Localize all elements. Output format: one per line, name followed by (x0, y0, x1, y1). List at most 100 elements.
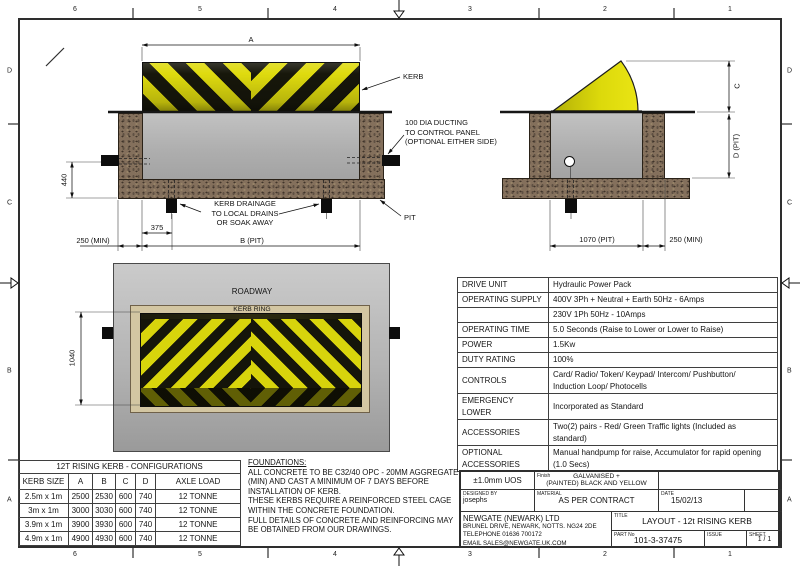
drainage-callout: KERB DRAINAGE TO LOCAL DRAINS OR SOAK AW… (211, 199, 279, 227)
ducting-callout: 100 DIA DUCTING TO CONTROL PANEL (OPTION… (405, 118, 497, 146)
plan-chevron-kerb (140, 313, 362, 407)
grid-col-label: 5 (198, 551, 202, 558)
config-header-cell: A (68, 473, 93, 490)
material-cell: MATERIAL AS PER CONTRACT (535, 490, 659, 512)
finish-label: Finish (537, 473, 551, 479)
spec-row: EMERGENCY LOWER Incorporated as Standard (457, 393, 778, 420)
grid-col-label: 1 (728, 6, 732, 13)
grid-row-label: C (7, 199, 13, 207)
spec-value: Two(2) pairs - Red/ Green Traffic lights… (548, 419, 778, 446)
side-pit-base-slab (502, 178, 690, 199)
config-row: 4.9m x 1m 4900 4930 600 740 12 TONNE (18, 531, 242, 546)
drawing-frame (18, 18, 782, 548)
config-row: 3.9m x 1m 3900 3930 600 740 12 TONNE (18, 517, 242, 532)
spec-row: CONTROLS Card/ Radio/ Token/ Keypad/ Int… (457, 367, 778, 394)
designed-by-value: josephs (463, 497, 488, 504)
drain-stub-2 (321, 199, 332, 213)
spec-label: DRIVE UNIT (457, 277, 549, 293)
config-cell: 600 (115, 503, 136, 518)
title-block: ±1.0mm UOS Finish GALVANISED + (PAINTED)… (459, 470, 782, 548)
date-label: DATE (661, 491, 674, 497)
duct-left (101, 155, 119, 166)
spec-value: Manual handpump for raise, Accumulator f… (548, 445, 778, 472)
spec-label: OPERATING SUPPLY (457, 292, 549, 308)
spec-row: OPTIONAL ACCESSORIES Manual handpump for… (457, 445, 778, 472)
drawing-title: LAYOUT - 12t RISING KERB (642, 516, 752, 526)
grid-row-label: B (787, 367, 792, 375)
side-pit-wall-left (529, 113, 551, 179)
plan-duct-left (102, 327, 113, 339)
chevron-stripes-right (251, 63, 359, 112)
config-cell: 3m x 1m (18, 503, 69, 518)
grid-col-label: 6 (73, 551, 77, 558)
config-cell: 12 TONNE (154, 503, 242, 518)
empty-cell (659, 472, 782, 490)
config-cell: 12 TONNE (154, 531, 242, 546)
config-header-cell: D (135, 473, 156, 490)
grid-row-label: D (7, 67, 13, 75)
company-address: BRUNEL DRIVE, NEWARK, NOTTS. NG24 2DE (463, 523, 597, 530)
tolerance-value: ±1.0mm UOS (473, 476, 522, 485)
config-cell: 3030 (92, 503, 116, 518)
pit-wall-left (118, 113, 143, 180)
config-cell: 740 (135, 517, 156, 532)
grid-col-label: 1 (728, 551, 732, 558)
date-cell: DATE 15/02/13 (659, 490, 745, 512)
dim-c-label: C (732, 83, 742, 89)
roadway-label: ROADWAY (231, 287, 273, 296)
spec-value: 100% (548, 352, 778, 368)
grid-row-label: B (7, 367, 12, 375)
spec-label: CONTROLS (457, 367, 549, 394)
config-title-row: 12T RISING KERB - CONFIGURATIONS (17, 460, 242, 474)
finish-value: GALVANISED + (PAINTED) BLACK AND YELLOW (546, 473, 647, 487)
grid-row-label: A (787, 496, 792, 504)
pit-interior-front (142, 113, 360, 179)
config-cell: 3.9m x 1m (18, 517, 69, 532)
config-cell: 12 TONNE (154, 517, 242, 532)
spec-label: OPTIONAL ACCESSORIES (457, 445, 549, 472)
dim-1040-label: 1040 (67, 349, 77, 367)
duct-hole (564, 156, 575, 167)
duct-right (382, 155, 400, 166)
config-header-cell: C (115, 473, 136, 490)
config-header-cell: KERB SIZE (18, 473, 69, 490)
pit-callout: PIT (404, 213, 416, 222)
dim-d-pit-label: D (PIT) (731, 133, 741, 159)
issue-cell: ISSUE (705, 531, 747, 548)
config-cell: 600 (115, 517, 136, 532)
spec-value: 5.0 Seconds (Raise to Lower or Lower to … (548, 322, 778, 338)
config-cell: 4.9m x 1m (18, 531, 69, 546)
plan-duct-right (389, 327, 400, 339)
grid-col-label: 2 (603, 551, 607, 558)
empty-cell (745, 490, 782, 512)
grid-col-label: 6 (73, 6, 77, 13)
spec-label: EMERGENCY LOWER (457, 393, 549, 420)
spec-row: DUTY RATING 100% (457, 352, 778, 368)
company-email: EMAIL SALES@NEWGATE.UK.COM (463, 539, 567, 547)
title-cell: TITLE LAYOUT - 12t RISING KERB (612, 512, 782, 531)
material-label: MATERIAL (537, 491, 562, 497)
config-cell: 740 (135, 503, 156, 518)
kerb-shading (143, 63, 359, 112)
side-drain-stub (565, 199, 577, 213)
config-cell: 2.5m x 1m (18, 489, 69, 504)
tolerance-cell: ±1.0mm UOS (461, 472, 535, 490)
config-cell: 3930 (92, 517, 116, 532)
kerb-bottom-edge (141, 406, 361, 407)
designed-by-label: DESIGNED BY (463, 491, 498, 497)
dim-a-label: A (248, 35, 254, 44)
spec-label: POWER (457, 337, 549, 353)
company-telephone: TELEPHONE 01636 700172 (463, 531, 542, 539)
foundations-heading: FOUNDATIONS: (248, 458, 307, 467)
grid-row-label: A (7, 496, 12, 504)
spec-value: 400V 3Ph + Neutral + Earth 50Hz - 6Amps (548, 292, 778, 308)
grid-col-label: 4 (333, 551, 337, 558)
plan-stripes-lower-left (141, 388, 251, 406)
spec-row: OPERATING TIME 5.0 Seconds (Raise to Low… (457, 322, 778, 338)
grid-col-label: 5 (198, 6, 202, 13)
sheet-cell: SHEET 1 / 1 (747, 531, 782, 548)
chevron-stripes-left (143, 63, 251, 112)
plan-stripes-upper-left (141, 319, 251, 388)
